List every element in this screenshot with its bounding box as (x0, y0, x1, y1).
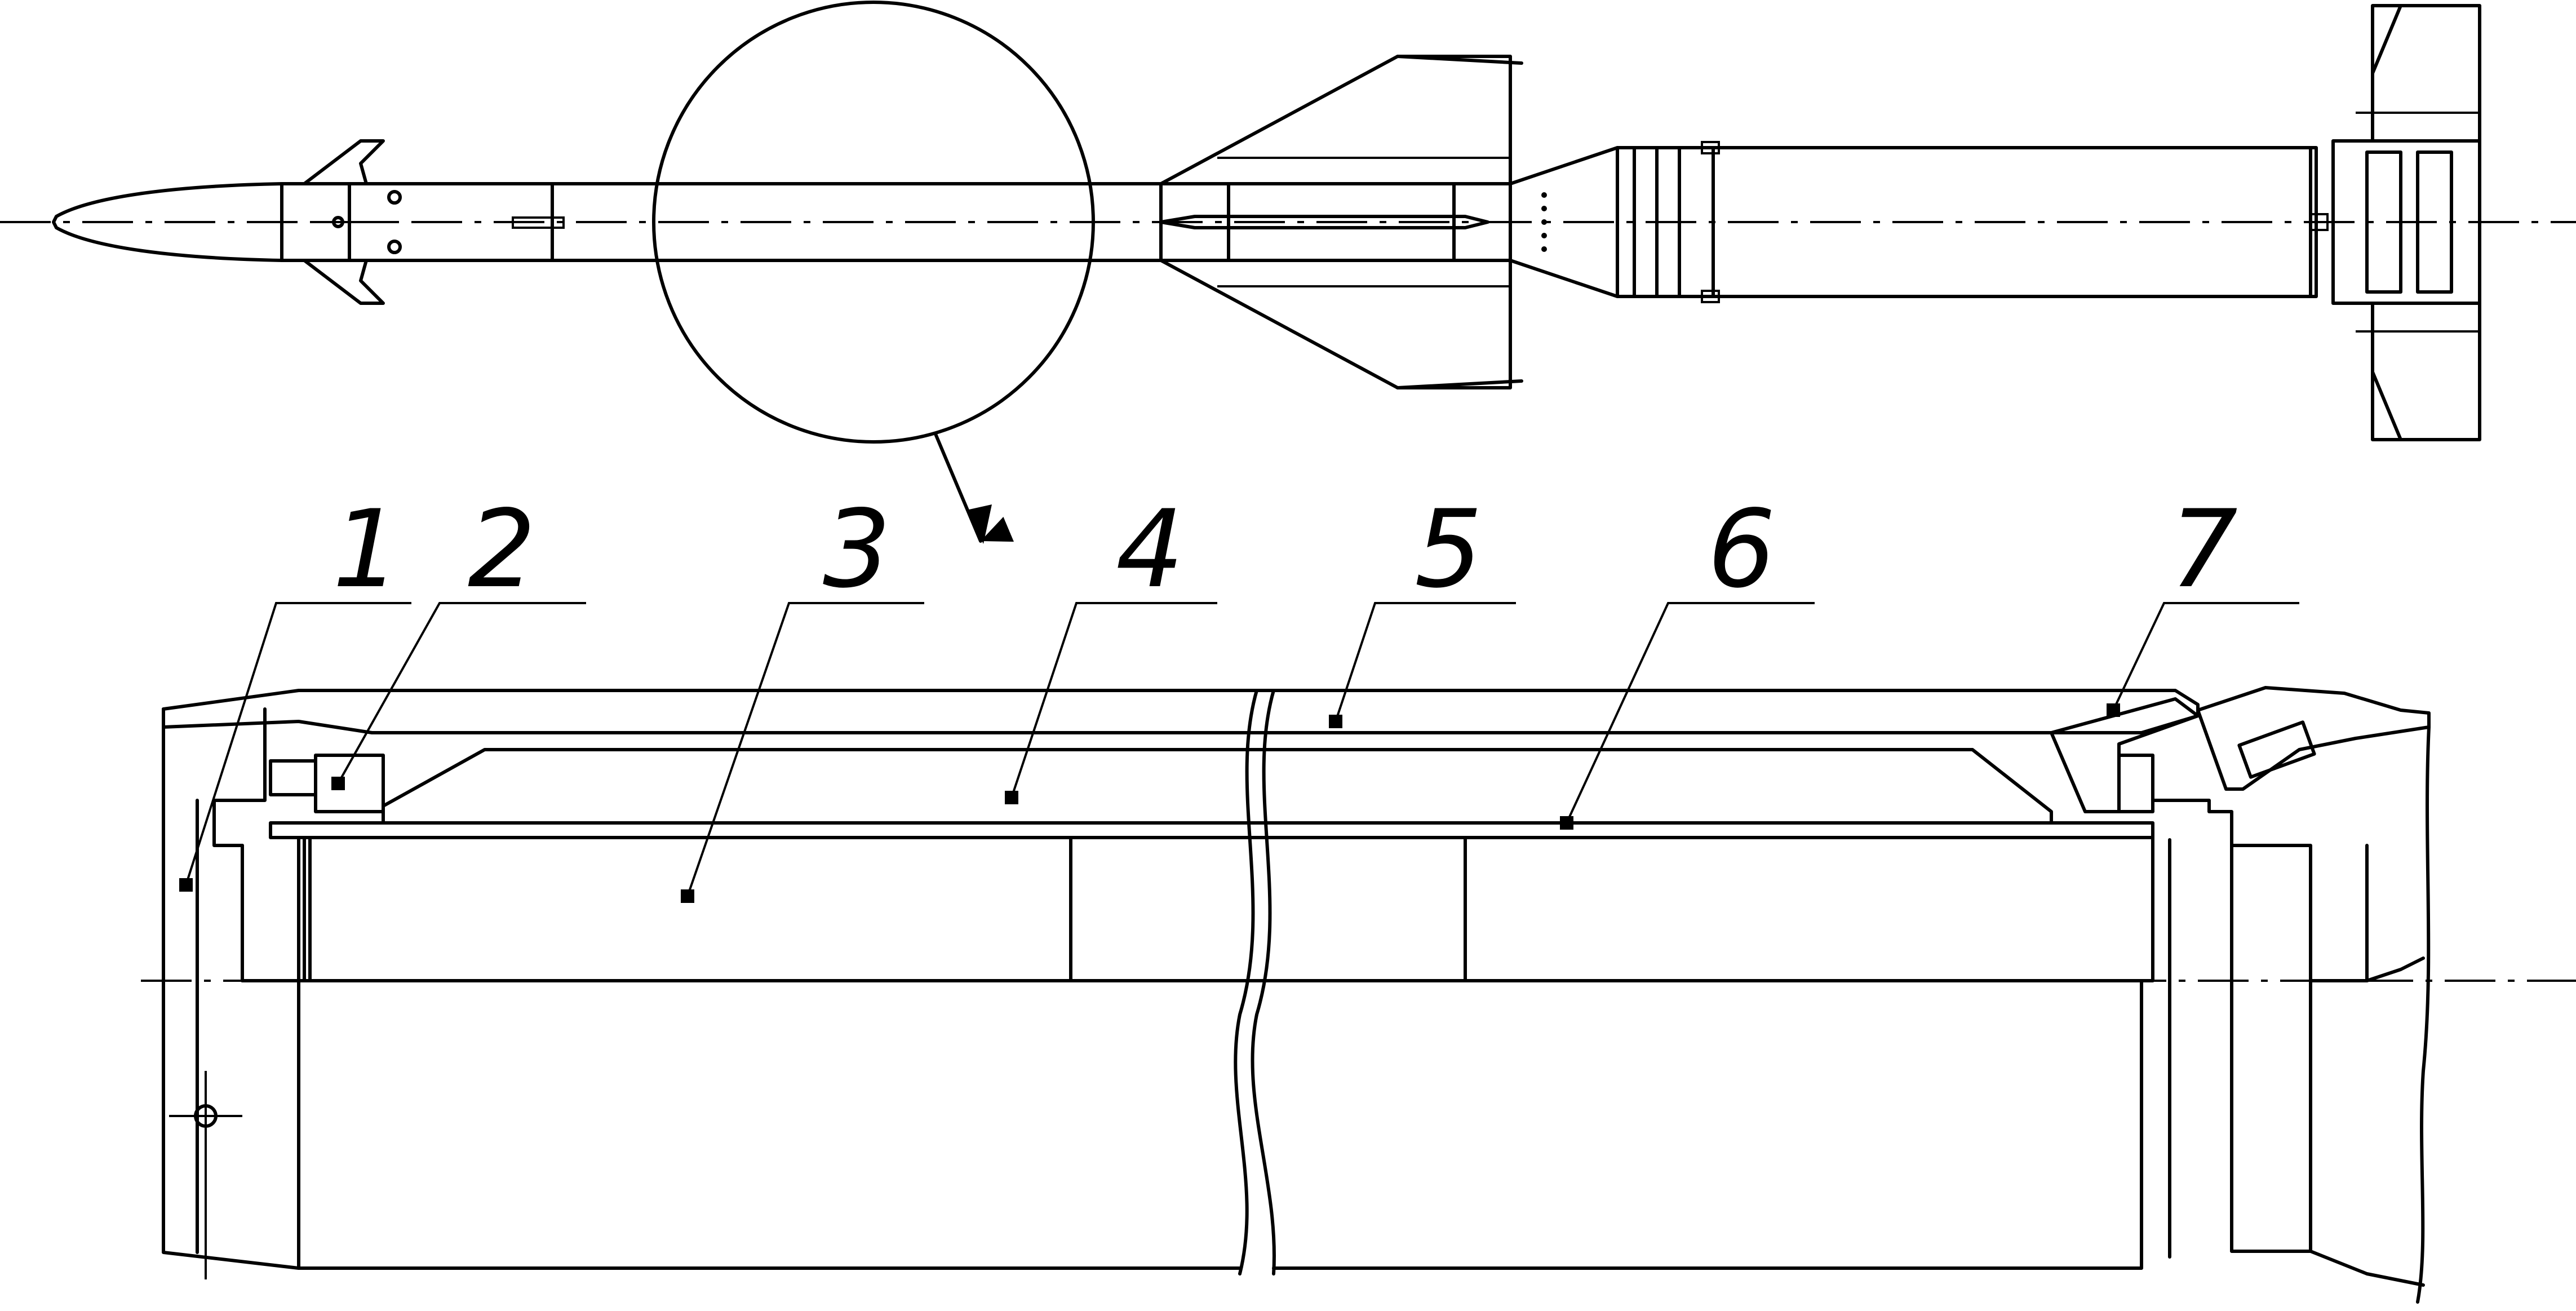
antenna-fitting (512, 216, 565, 229)
canard-bolt-lower (387, 240, 402, 254)
grain-block (303, 836, 2154, 982)
leader-7 (2112, 602, 2299, 711)
leader-2 (337, 602, 586, 784)
leader-1 (185, 602, 411, 885)
callout-7: 7 (2170, 487, 2238, 612)
propellant-layer (382, 748, 2053, 825)
tube-lower-right (1272, 979, 2143, 1270)
wing-fairing (1159, 215, 1489, 229)
main-wing-lower (1159, 259, 1512, 389)
tube-lower-left (297, 979, 1242, 1270)
leader-marker-1 (179, 878, 193, 892)
leader-3 (686, 602, 924, 897)
leader-marker-2 (331, 777, 345, 790)
callout-2: 2 (468, 487, 536, 612)
callout-5: 5 (1415, 487, 1483, 612)
leader-marker-3 (681, 889, 694, 903)
canard-pivot (332, 216, 344, 228)
tail-fin-upper (2371, 4, 2481, 143)
canard-bolt-upper (387, 190, 402, 205)
canard-fin-upper (303, 139, 385, 185)
leader-marker-5 (1329, 715, 1342, 728)
leader-marker-7 (2107, 703, 2120, 717)
break-line-left (1234, 689, 1258, 1275)
break-line-right (1251, 689, 1276, 1275)
wing-tip-lower (1396, 379, 1523, 389)
main-wing-upper (1159, 55, 1512, 185)
tail-section (2331, 139, 2481, 305)
leader-5 (1334, 602, 1516, 722)
detail-circle-icon (652, 1, 1095, 444)
tail-fin-lower (2371, 302, 2481, 441)
missile-side-view (0, 1, 2576, 444)
leader-marker-4 (1005, 791, 1018, 804)
arrow-down-icon (934, 432, 1014, 543)
callout-3: 3 (823, 487, 891, 612)
callouts: 1 2 3 4 5 6 7 (179, 487, 2299, 903)
forward-closure (162, 707, 300, 1270)
callout-4: 4 (1116, 487, 1184, 612)
callout-6: 6 (1708, 487, 1776, 612)
outer-casing (162, 689, 2200, 734)
wing-tip-upper (1396, 55, 1523, 65)
leader-6 (1566, 602, 1815, 823)
leader-4 (1010, 602, 1217, 798)
callout-1: 1 (332, 487, 401, 612)
nozzle-assembly (2050, 697, 2200, 813)
liner-layer (269, 821, 2154, 839)
canard-fin-lower (303, 259, 385, 305)
leader-marker-6 (1560, 816, 1573, 830)
motor-section (1616, 146, 2318, 298)
nose-cone (52, 182, 283, 262)
section-detail (141, 686, 2576, 1304)
